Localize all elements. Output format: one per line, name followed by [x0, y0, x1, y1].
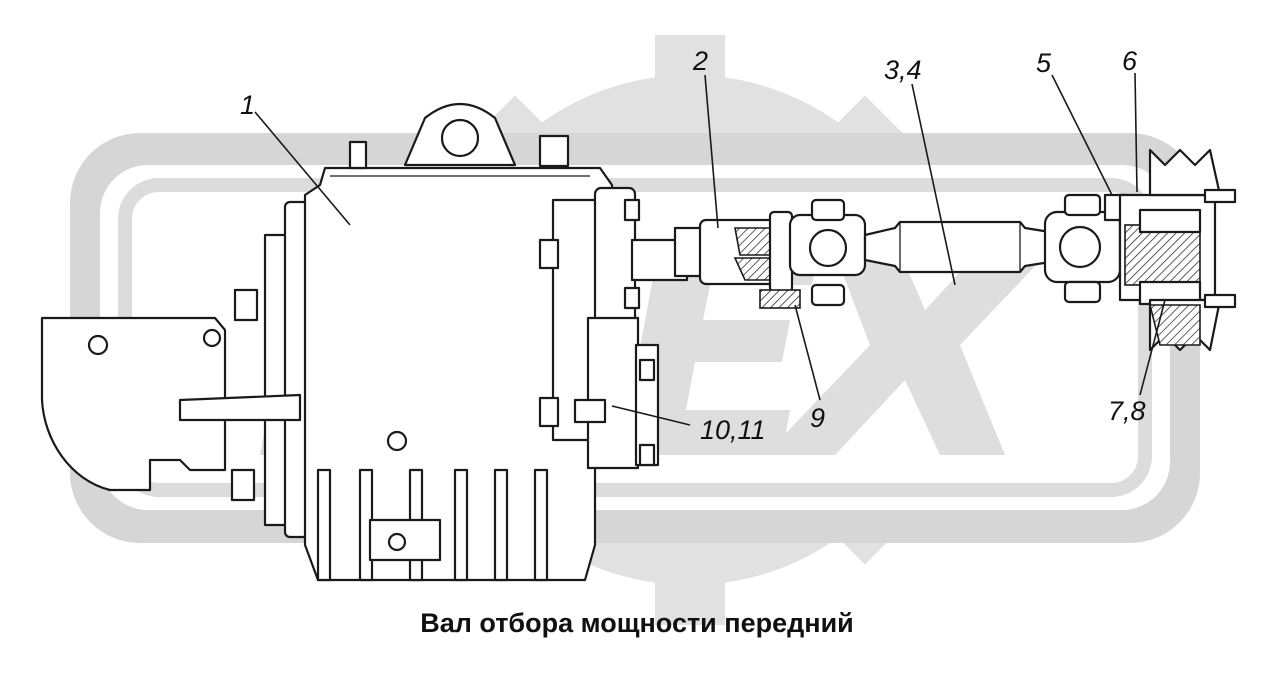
leader-lines	[254, 72, 1166, 426]
diagram-caption: Вал отбора мощности передний	[420, 608, 854, 638]
callout-6: 6	[1122, 46, 1138, 76]
callout-9: 9	[810, 403, 826, 433]
callout-3-4: 3,4	[884, 55, 922, 85]
callout-5: 5	[1036, 48, 1052, 78]
cooling-fins	[316, 468, 549, 582]
gearbox-housing	[178, 102, 660, 582]
pulley-assembly	[1103, 148, 1237, 352]
mounting-bracket	[40, 316, 227, 492]
callout-2: 2	[693, 46, 709, 76]
callout-1: 1	[240, 90, 256, 120]
housing-bolts	[230, 198, 656, 502]
propeller-shaft	[788, 193, 1122, 307]
callout-7-8: 7,8	[1108, 396, 1146, 426]
callout-10-11: 10,11	[700, 415, 766, 445]
